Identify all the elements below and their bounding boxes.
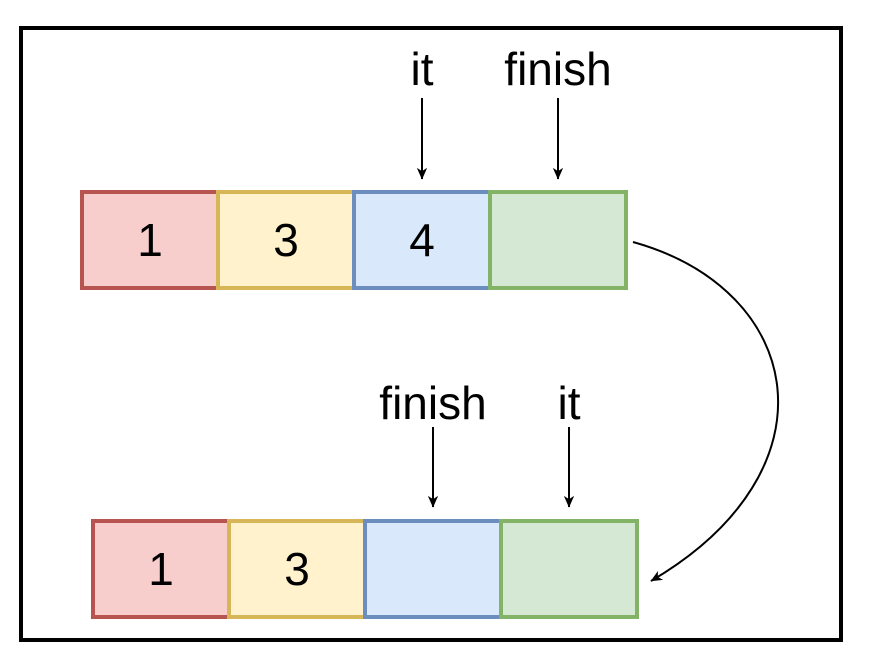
bottom-finish-label: finish — [379, 377, 487, 429]
cell-value: 1 — [137, 214, 163, 266]
bottom-cell-3 — [363, 519, 503, 619]
cell-value: 1 — [148, 543, 174, 595]
bottom-cell-2: 3 — [227, 519, 367, 619]
cell-value: 4 — [409, 214, 435, 266]
bottom-cell-4 — [499, 519, 639, 619]
top-cell-1: 1 — [80, 190, 220, 290]
outer-border — [19, 26, 843, 642]
top-cell-4 — [488, 190, 628, 290]
bottom-it-label: it — [557, 377, 581, 429]
top-cell-3: 4 — [352, 190, 492, 290]
cell-value: 3 — [284, 543, 310, 595]
bottom-cell-1: 1 — [91, 519, 231, 619]
top-it-label: it — [410, 43, 434, 95]
top-cell-2: 3 — [216, 190, 356, 290]
top-array-row: 1 3 4 — [80, 190, 628, 290]
cell-value: 3 — [273, 214, 299, 266]
top-finish-label: finish — [504, 43, 612, 95]
bottom-array-row: 1 3 — [91, 519, 639, 619]
